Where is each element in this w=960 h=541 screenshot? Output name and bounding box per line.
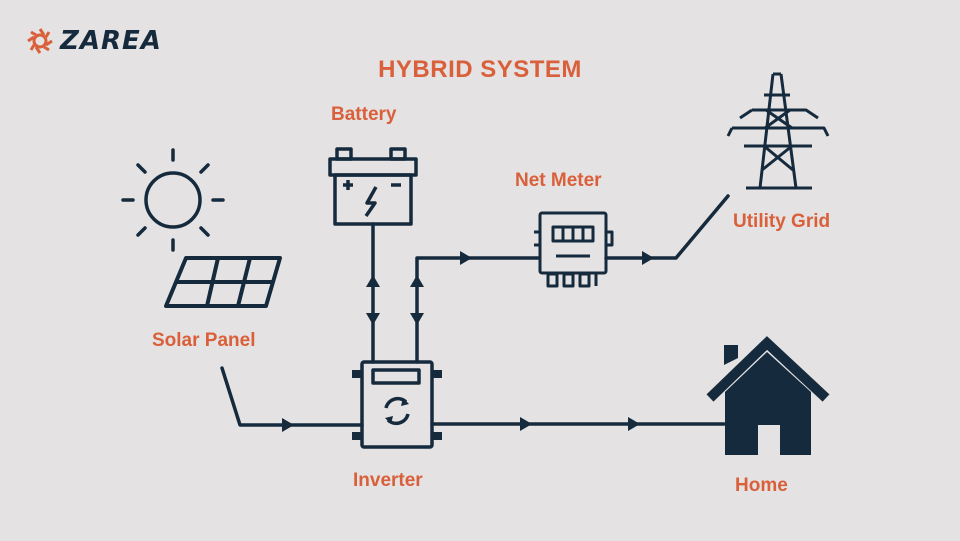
arrow (628, 417, 640, 431)
utility-tower-icon (726, 72, 830, 190)
diagram-title: HYBRID SYSTEM (378, 56, 582, 83)
battery-label: Battery (331, 104, 397, 125)
wire-meter-grid (604, 194, 730, 260)
inverter-label: Inverter (353, 470, 423, 491)
wire-inverter-meter (415, 256, 540, 364)
arrow (410, 275, 424, 287)
net-meter-label: Net Meter (515, 170, 602, 191)
arrow (520, 417, 532, 431)
arrow (410, 313, 424, 325)
net-meter-icon (534, 211, 614, 288)
battery-icon (328, 147, 418, 226)
brand-logo: ZAREA (26, 26, 162, 56)
sun-icon (121, 148, 225, 252)
zarea-logo-icon (27, 28, 53, 54)
arrow (282, 418, 294, 432)
utility-grid-label: Utility Grid (733, 211, 831, 232)
inverter-icon (360, 360, 434, 449)
brand-name: ZAREA (60, 26, 162, 56)
wire-solar-inverter (220, 366, 364, 427)
solar-panel-label: Solar Panel (152, 330, 256, 351)
solar-panel-icon (164, 256, 282, 308)
flow-arrows (282, 251, 654, 432)
inverter-terminals (352, 370, 442, 440)
arrow (366, 275, 380, 287)
home-label: Home (735, 475, 788, 496)
arrow (366, 313, 380, 325)
arrow (642, 251, 654, 265)
home-icon (706, 336, 830, 455)
arrow (460, 251, 472, 265)
